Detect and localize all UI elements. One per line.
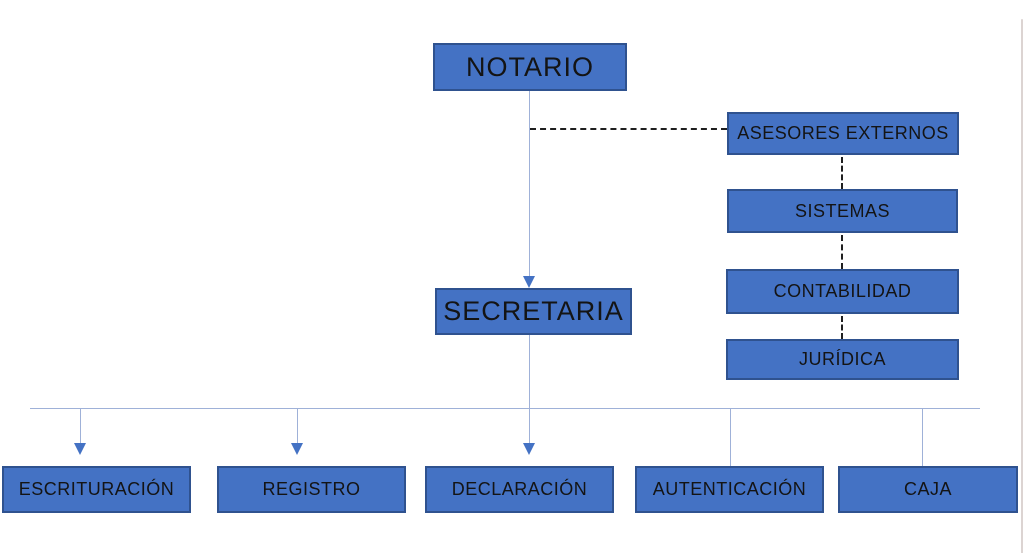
arrowhead-secretaria (523, 276, 535, 288)
dashed-connector-contabilidad-juridica (841, 316, 843, 339)
slide-right-edge (1021, 19, 1023, 553)
node-asesores-externos: ASESORES EXTERNOS (727, 112, 959, 155)
connector-secretaria-bus (529, 335, 530, 409)
connector-bus-registro (297, 409, 298, 444)
dashed-connector-asesores-sistemas (841, 157, 843, 189)
connector-bus-escrituracion (80, 409, 81, 444)
arrowhead-registro (291, 443, 303, 455)
connector-notario-secretaria (529, 91, 530, 277)
node-secretaria: SECRETARIA (435, 288, 632, 335)
node-contabilidad: CONTABILIDAD (726, 269, 959, 314)
node-notario: NOTARIO (433, 43, 627, 91)
node-autenticacion: AUTENTICACIÓN (635, 466, 824, 513)
arrowhead-declaracion (523, 443, 535, 455)
node-registro: REGISTRO (217, 466, 406, 513)
connector-bus-declaracion (529, 409, 530, 444)
node-sistemas: SISTEMAS (727, 189, 958, 233)
dashed-connector-notario-asesores (530, 128, 727, 130)
node-caja: CAJA (838, 466, 1018, 513)
connector-bus-caja (922, 409, 923, 466)
node-juridica: JURÍDICA (726, 339, 959, 380)
dashed-connector-sistemas-contabilidad (841, 235, 843, 269)
node-escrituracion: ESCRITURACIÓN (2, 466, 191, 513)
connector-bus-autenticacion (730, 409, 731, 466)
connector-bus-line (30, 408, 980, 409)
arrowhead-escrituracion (74, 443, 86, 455)
node-declaracion: DECLARACIÓN (425, 466, 614, 513)
